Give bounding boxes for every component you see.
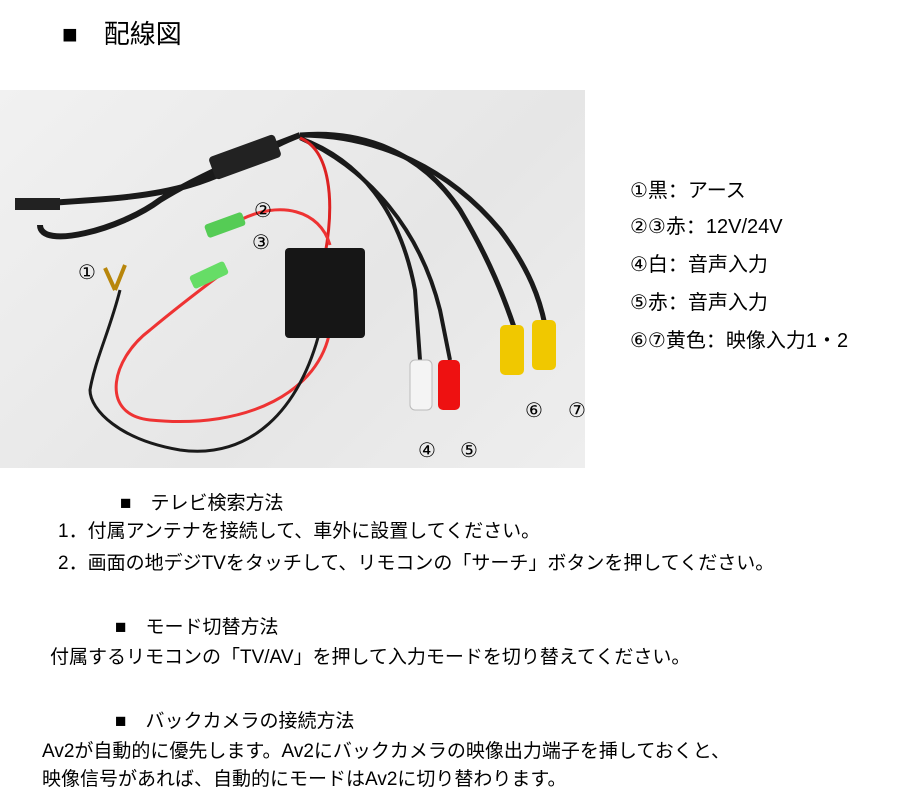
section-line: 2．画面の地デジTVをタッチして、リモコンの「サーチ」ボタンを押してください。	[58, 553, 775, 574]
label-4: ④	[418, 440, 436, 462]
junction-box	[285, 248, 365, 338]
section-heading: ■ モード切替方法	[115, 617, 279, 638]
cable-connector	[15, 198, 60, 210]
label-1: ①	[78, 262, 96, 284]
legend-item: ①黒：アース	[630, 180, 746, 202]
label-3: ③	[252, 232, 270, 254]
label-6: ⑥	[525, 400, 543, 422]
legend-item: ②③赤：12V/24V	[630, 216, 783, 238]
label-2: ②	[254, 200, 272, 222]
section-line: 映像信号があれば、自動的にモードはAv2に切り替わります。	[42, 769, 567, 790]
legend-item: ⑤赤：音声入力	[630, 292, 768, 314]
section-line: 付属するリモコンの「TV/AV」を押して入力モードを切り替えてください。	[50, 647, 691, 668]
section-line: Av2が自動的に優先します。Av2にバックカメラの映像出力端子を挿しておくと、	[42, 741, 730, 762]
legend-item: ⑥⑦黄色：映像入力1・2	[630, 330, 849, 352]
label-5: ⑤	[460, 440, 478, 462]
label-7: ⑦	[568, 400, 586, 422]
legend-item: ④白：音声入力	[630, 254, 768, 276]
wiring-photo: ① ② ③ ④ ⑤ ⑥ ⑦	[0, 90, 586, 468]
page-title: ■ 配線図	[62, 19, 182, 49]
wiring-illustration	[15, 131, 556, 453]
cable-junction	[209, 134, 281, 180]
section-heading: ■ バックカメラの接続方法	[115, 711, 355, 732]
section-line: 1．付属アンテナを接続して、車外に設置してください。	[58, 521, 541, 542]
section-heading: ■ テレビ検索方法	[120, 493, 284, 514]
